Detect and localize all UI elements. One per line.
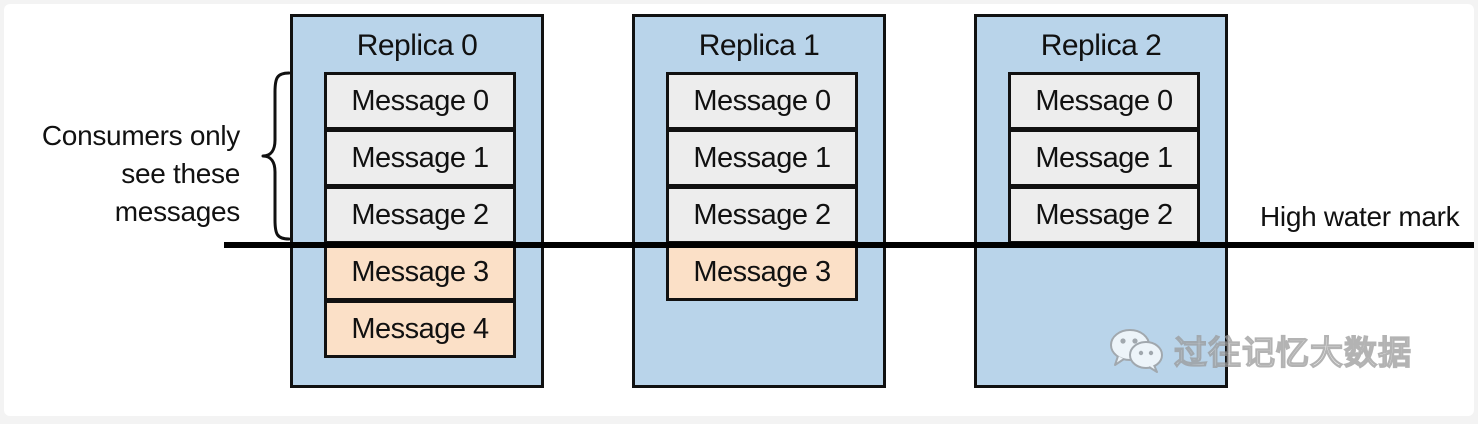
watermark-text: 过往记忆大数据 [1173,333,1412,371]
watermark: 过往记忆大数据 [1108,326,1412,374]
high-water-mark-label: High water mark [1260,201,1460,232]
replica-2-message-1: Message 1 [1008,129,1200,187]
replica-1-title: Replica 1 [698,29,820,62]
replica-1-message-2: Message 2 [666,186,858,244]
replica-2-title: Replica 2 [1040,29,1162,62]
replica-2-message-2: Message 2 [1008,186,1200,244]
curly-brace-icon [261,71,291,241]
diagram-canvas: Replica 0 Message 0 Message 1 Message 2 … [4,4,1474,416]
replica-0-box: Replica 0 Message 0 Message 1 Message 2 … [290,14,544,388]
replica-1-message-1: Message 1 [666,129,858,187]
wechat-icon [1110,329,1163,373]
replica-0-message-0: Message 0 [324,72,516,130]
consumers-label-line2: see these messages [114,158,241,227]
replica-0-message-4: Message 4 [324,300,516,358]
replica-1-box: Replica 1 Message 0 Message 1 Message 2 … [632,14,886,388]
replica-0-message-1: Message 1 [324,129,516,187]
high-water-mark-line [224,242,1474,248]
consumers-label-line1: Consumers only [41,120,240,151]
replica-2-message-0: Message 0 [1008,72,1200,130]
replica-0-title: Replica 0 [356,29,478,62]
replica-1-message-3: Message 3 [666,243,858,301]
replica-0-message-2: Message 2 [324,186,516,244]
consumers-label: Consumers only see these messages [4,117,240,231]
replica-1-message-0: Message 0 [666,72,858,130]
replica-2-box: Replica 2 Message 0 Message 1 Message 2 [974,14,1228,388]
replica-0-message-3: Message 3 [324,243,516,301]
